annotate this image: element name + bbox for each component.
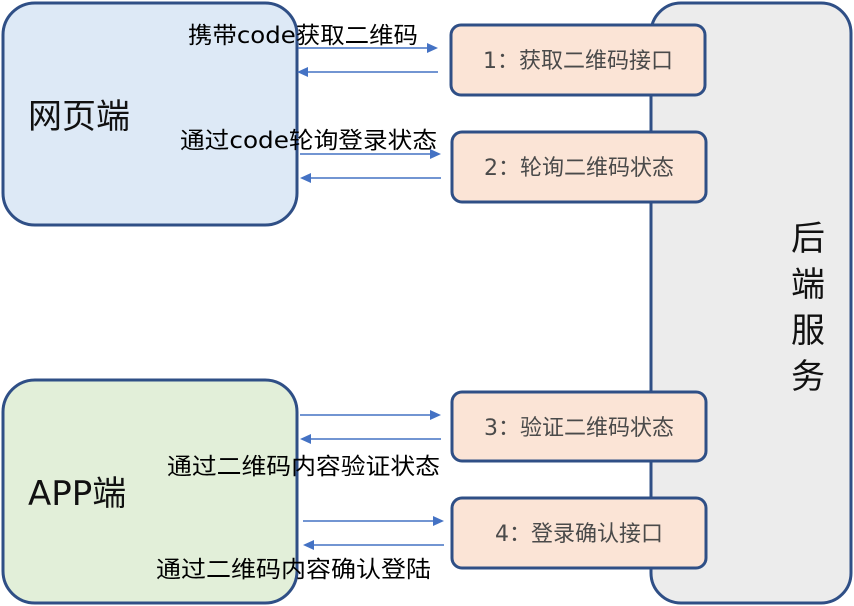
arrow-response-2-head	[300, 173, 311, 183]
backend-service-label: 后 端 服 务	[791, 219, 825, 397]
arrow-response-4-head	[303, 540, 314, 550]
arrow-response-1-head	[297, 67, 308, 77]
endpoint-label-3: 3：验证二维码状态	[484, 416, 674, 441]
backend-label-char-1: 后	[791, 219, 825, 259]
arrow-label-3: 通过二维码内容验证状态	[167, 454, 440, 480]
arrow-request-3-head	[430, 410, 441, 420]
endpoint-box-1	[449, 23, 707, 97]
backend-label-char-4: 务	[791, 357, 825, 397]
web-client-label: 网页端	[28, 97, 130, 137]
endpoint-label-4: 4：登录确认接口	[495, 522, 663, 547]
endpoint-box-3	[450, 390, 708, 463]
endpoint-box-4	[450, 496, 708, 570]
backend-label-char-3: 服	[791, 311, 825, 351]
arrow-request-2-head	[430, 149, 441, 159]
web-client-box	[1, 1, 299, 227]
app-client-box	[1, 378, 299, 605]
endpoint-label-2: 2：轮询二维码状态	[484, 156, 674, 181]
backend-label-char-2: 端	[791, 265, 825, 305]
arrow-label-4: 通过二维码内容确认登陆	[156, 557, 431, 583]
endpoint-box-2	[450, 130, 708, 204]
arrow-response-3-head	[300, 434, 311, 444]
arrow-request-4-head	[433, 516, 444, 526]
arrow-request-1-head	[427, 43, 438, 53]
app-client-label: APP端	[28, 474, 126, 514]
arrow-label-1: 携带code获取二维码	[188, 23, 418, 49]
endpoint-label-1: 1：获取二维码接口	[483, 49, 673, 74]
arrow-label-2: 通过code轮询登录状态	[180, 128, 437, 154]
